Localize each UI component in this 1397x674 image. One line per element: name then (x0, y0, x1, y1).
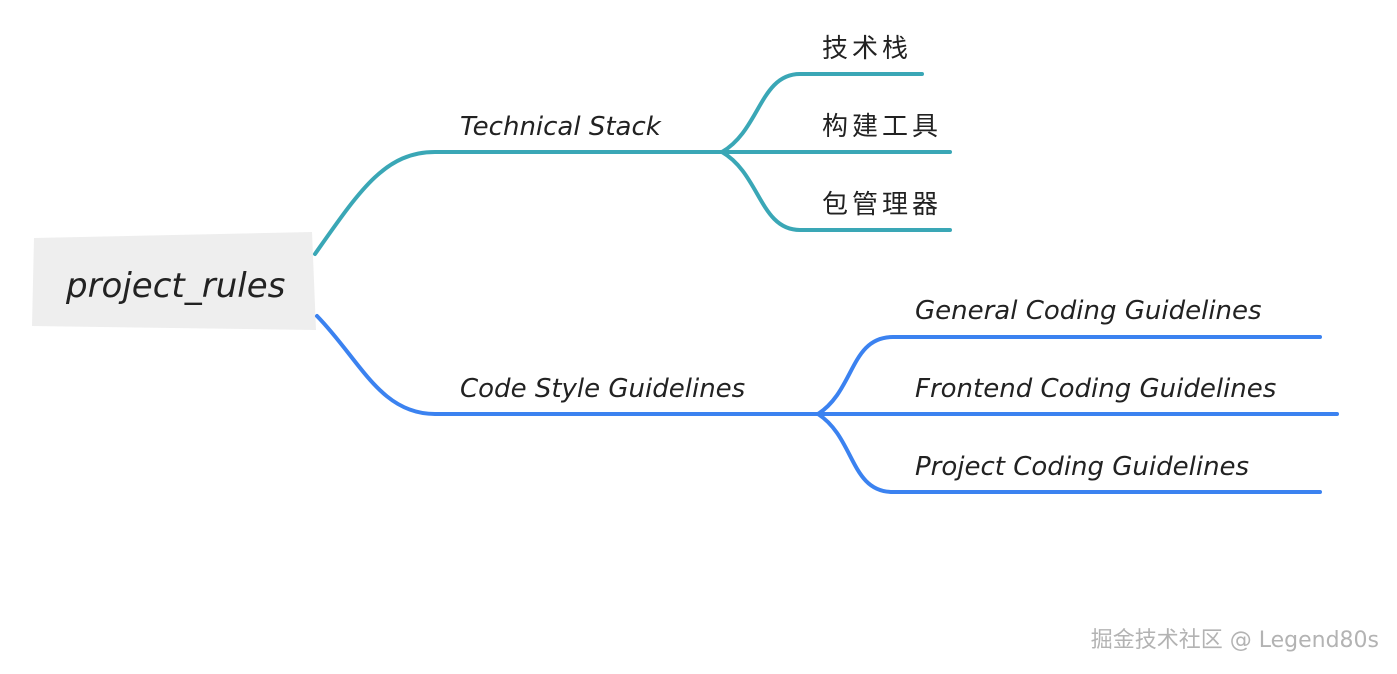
leaf-node-frontend-coding-guidelines[interactable]: Frontend Coding Guidelines (816, 374, 1339, 416)
leaf-connector (816, 335, 1322, 416)
leaf-node-project-coding-guidelines[interactable]: Project Coding Guidelines (816, 412, 1322, 494)
leaf-label: Project Coding Guidelines (915, 452, 1249, 482)
branch-code-style-guidelines[interactable]: Code Style Guidelines (315, 314, 820, 416)
branch-connector (313, 150, 724, 256)
root-node-label: project_rules (65, 266, 285, 306)
watermark: 掘金技术社区 @ Legend80s (1090, 628, 1379, 653)
leaf-node-tech-stack[interactable]: 技术栈 (720, 34, 924, 154)
leaf-node-build-tools[interactable]: 构建工具 (720, 112, 952, 154)
leaf-label: General Coding Guidelines (915, 296, 1262, 326)
branch-connector (315, 314, 820, 416)
branch-label: Code Style Guidelines (460, 374, 745, 404)
leaf-connector (816, 412, 1322, 494)
branch-label: Technical Stack (460, 112, 662, 142)
leaf-label: 技术栈 (822, 34, 912, 64)
root-node[interactable]: project_rules (32, 232, 316, 330)
leaf-node-general-coding-guidelines[interactable]: General Coding Guidelines (816, 296, 1322, 416)
leaf-label: 包管理器 (822, 190, 942, 220)
root-node-background (32, 232, 316, 330)
leaf-connector (720, 150, 952, 232)
leaf-label: 构建工具 (822, 112, 942, 142)
branch-technical-stack[interactable]: Technical Stack (313, 112, 724, 256)
leaf-label: Frontend Coding Guidelines (915, 374, 1276, 404)
leaf-node-package-manager[interactable]: 包管理器 (720, 150, 952, 232)
leaf-connector (720, 72, 924, 154)
